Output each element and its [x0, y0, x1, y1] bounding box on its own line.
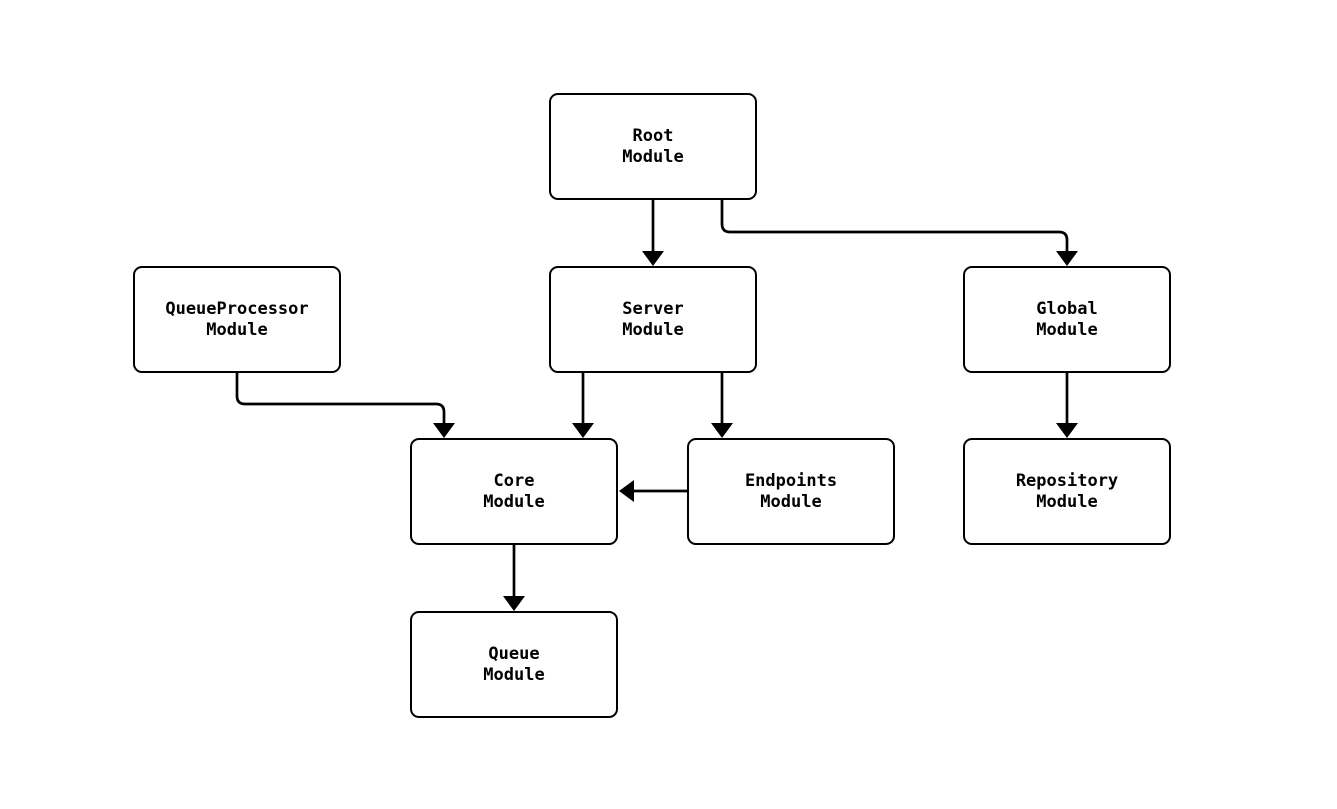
arrowhead-queueprocessor-to-core — [433, 423, 455, 438]
edge-core-to-queue — [503, 545, 525, 611]
node-root-module[interactable]: Root Module — [549, 93, 757, 200]
node-queueprocessor-module[interactable]: QueueProcessor Module — [133, 266, 341, 373]
node-server-module[interactable]: Server Module — [549, 266, 757, 373]
node-label-line: Module — [206, 319, 268, 340]
arrowhead-endpoints-to-core — [619, 480, 634, 502]
node-label-line: Module — [483, 664, 545, 685]
node-label-line: Module — [1036, 491, 1098, 512]
arrowhead-root-to-global — [1056, 251, 1078, 266]
node-repository-module[interactable]: Repository Module — [963, 438, 1171, 545]
node-core-module[interactable]: Core Module — [410, 438, 618, 545]
node-global-module[interactable]: Global Module — [963, 266, 1171, 373]
edge-server-to-core — [572, 373, 594, 438]
arrowhead-server-to-endpoints — [711, 423, 733, 438]
node-label-line: Module — [622, 319, 684, 340]
node-label-line: Endpoints — [744, 470, 838, 491]
edge-queueprocessor-to-core — [235, 373, 455, 438]
node-label-line: Root — [632, 125, 674, 146]
edge-root-to-global-line — [720, 200, 1069, 251]
edge-endpoints-to-core — [619, 480, 687, 502]
edge-root-to-global — [720, 200, 1078, 266]
node-label-line: Queue — [488, 643, 540, 664]
edge-global-to-repository — [1056, 373, 1078, 438]
arrowhead-server-to-core — [572, 423, 594, 438]
node-label-line: Global — [1036, 298, 1098, 319]
node-queue-module[interactable]: Queue Module — [410, 611, 618, 718]
node-label-line: Module — [622, 146, 684, 167]
edge-root-to-server — [642, 200, 664, 266]
node-label-line: QueueProcessor — [165, 298, 309, 319]
node-label-line: Repository — [1015, 470, 1119, 491]
node-label-line: Core — [493, 470, 535, 491]
arrowhead-root-to-server — [642, 251, 664, 266]
node-label-line: Server — [622, 298, 684, 319]
edge-queueprocessor-to-core-line — [235, 373, 446, 423]
node-label-line: Module — [483, 491, 545, 512]
edge-server-to-endpoints — [711, 373, 733, 438]
node-label-line: Module — [1036, 319, 1098, 340]
arrowhead-core-to-queue — [503, 596, 525, 611]
node-label-line: Module — [760, 491, 822, 512]
node-endpoints-module[interactable]: Endpoints Module — [687, 438, 895, 545]
arrowhead-global-to-repository — [1056, 423, 1078, 438]
